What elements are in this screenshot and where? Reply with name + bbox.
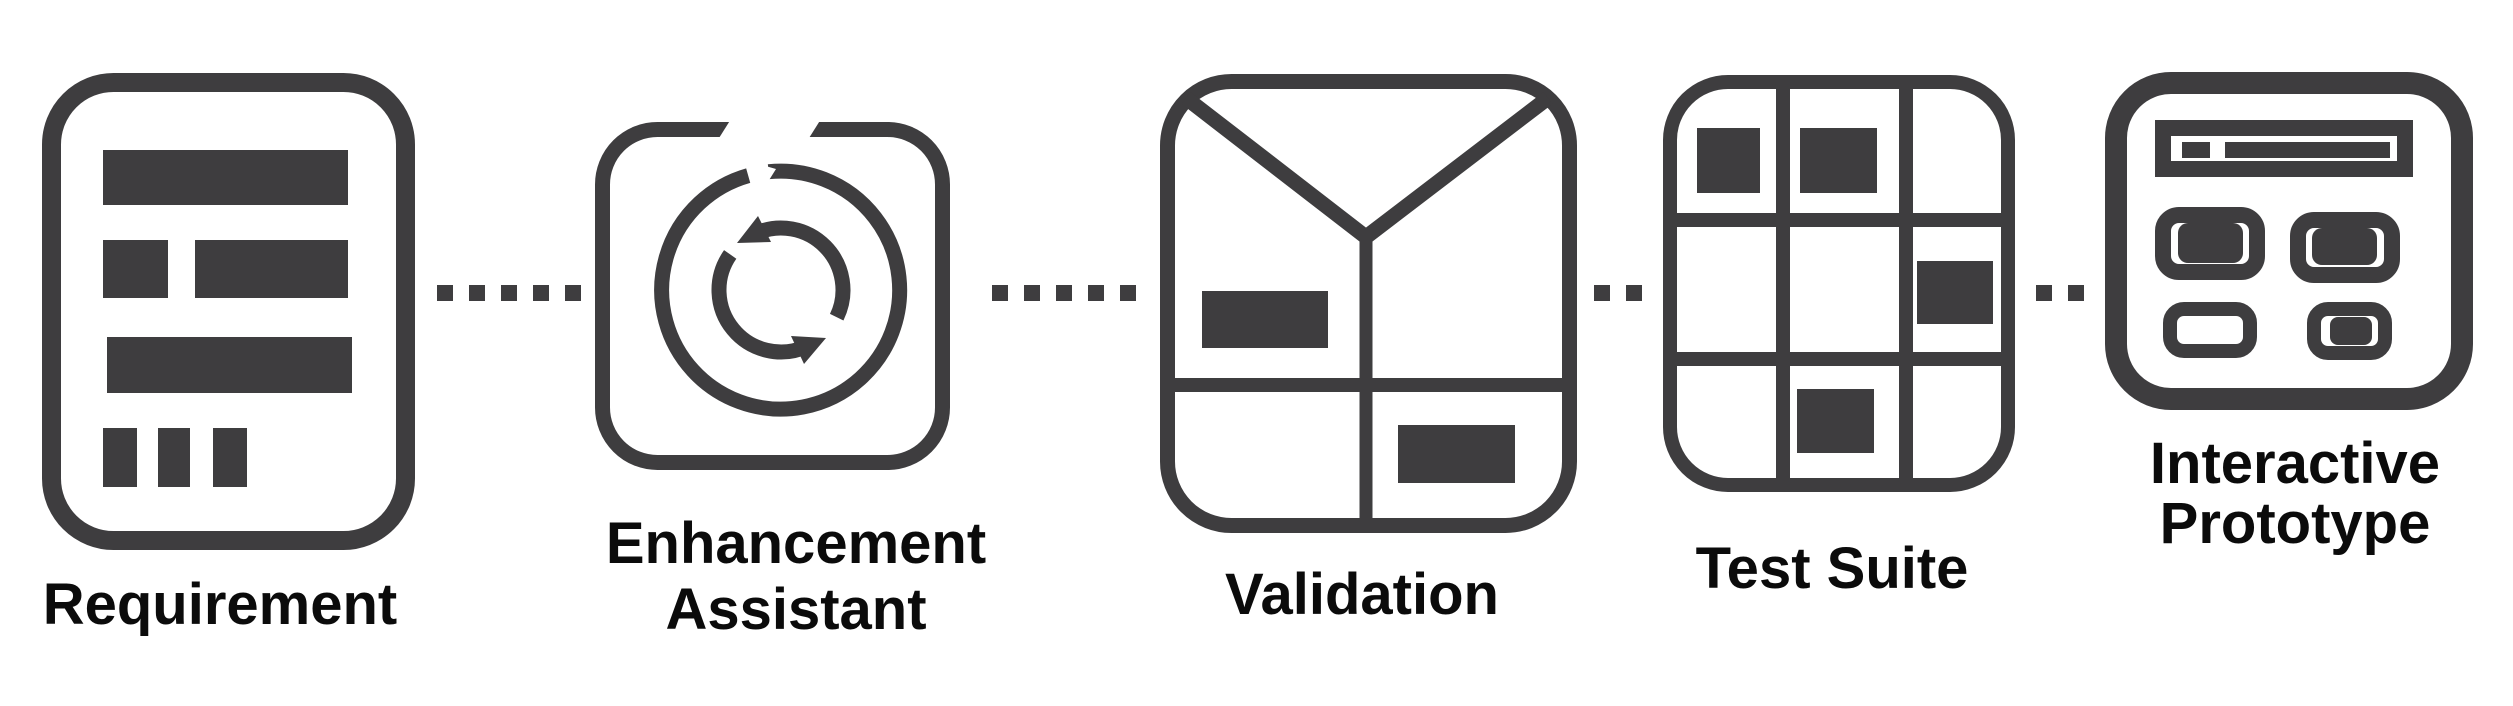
connector-dot (992, 285, 1008, 301)
requirement-document-icon (42, 73, 415, 550)
dotted-connector (992, 285, 1136, 301)
label-line: Assistant (665, 577, 927, 642)
grid-outline (1663, 75, 2015, 492)
grid-lines (1666, 79, 2012, 488)
address-bar-dot (2182, 142, 2210, 158)
connector-dot (469, 285, 485, 301)
connector-dot (565, 285, 581, 301)
window-outline (2105, 72, 2473, 410)
label-line: Interactive (2149, 431, 2441, 496)
connector-dot (1594, 285, 1610, 301)
frame-gap (714, 122, 820, 146)
address-bar-text (2225, 142, 2390, 158)
ring-notch (747, 165, 776, 193)
label-line: Enhancement (605, 511, 987, 576)
connector-dot (1056, 285, 1072, 301)
envelope-flap-lines (1168, 92, 1569, 526)
validation-envelope-icon (1160, 74, 1577, 533)
connector-dot (437, 285, 453, 301)
step-label-interactive-prototype: Interactive Prototype (2115, 434, 2475, 554)
label-line: Prototype (2159, 491, 2431, 556)
dotted-connector (2036, 285, 2084, 301)
connector-dot (1024, 285, 1040, 301)
step-label-validation: Validation (1225, 562, 1499, 627)
stamp-bar-right (1398, 425, 1515, 483)
stamp-bar-left (1202, 291, 1328, 348)
connector-dot (2036, 285, 2052, 301)
connector-dot (533, 285, 549, 301)
connector-dot (1120, 285, 1136, 301)
step-label-test-suite: Test Suite (1695, 536, 1969, 601)
grid-filled-cells (1697, 128, 1993, 453)
step-label-enhancement-assistant: Enhancement Assistant (596, 511, 996, 643)
loop-ring (654, 163, 908, 417)
document-outline (42, 73, 415, 550)
enhancement-sync-loop-icon (595, 122, 950, 470)
address-bar (2155, 120, 2413, 177)
connector-dot (1626, 285, 1642, 301)
prototype-widgets (2155, 207, 2400, 360)
dotted-connector (437, 285, 581, 301)
test-suite-grid-icon (1663, 75, 2015, 492)
document-text-bars (103, 150, 352, 487)
connector-dot (1088, 285, 1104, 301)
interactive-prototype-window-icon (2105, 72, 2473, 410)
dotted-connector (1594, 285, 1642, 301)
sync-arrows-icon (711, 216, 851, 364)
connector-dot (2068, 285, 2084, 301)
step-label-requirement: Requirement (42, 572, 398, 637)
connector-dot (501, 285, 517, 301)
